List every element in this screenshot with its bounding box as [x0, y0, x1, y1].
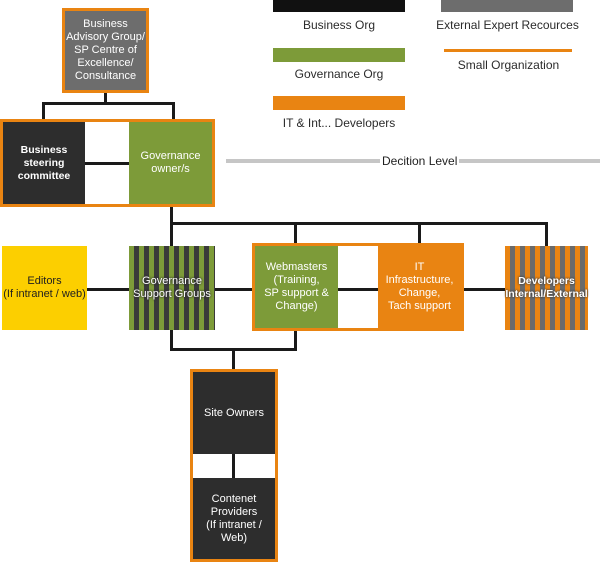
connector-top-horizontal	[42, 102, 175, 105]
legend-business-label: Business Org	[302, 18, 376, 32]
it-infrastructure-box: IT Infrastructure, Change, Tach support	[378, 246, 461, 328]
connector-support-webmasters	[215, 288, 255, 291]
governance-support-label: Governance Support Groups	[133, 275, 211, 300]
small-org-outline-bottom	[190, 369, 278, 562]
decision-level-label: Decition Level	[380, 154, 460, 168]
connector-advisory-down	[104, 92, 107, 104]
legend-business-swatch	[273, 0, 405, 12]
small-org-outline-middle	[252, 243, 464, 331]
connector-drop-support	[170, 222, 173, 247]
site-owners-content-connector	[232, 454, 235, 478]
developers-label: Developers Internal/External	[505, 275, 588, 300]
editors-box: Editors (If intranet / web)	[2, 246, 87, 330]
developers-box: Developers Internal/External	[505, 246, 588, 330]
legend-small-org-label: Small Organization	[457, 58, 560, 72]
connector-editors-support	[87, 288, 129, 291]
governance-owner-box: Governance owner/s	[129, 122, 212, 204]
connector-main-horizontal	[170, 222, 548, 225]
connector-site-owners-up	[232, 348, 235, 370]
webmasters-box: Webmasters (Training, SP support & Chang…	[255, 246, 338, 328]
content-providers-box: Contenet Providers (If intranet / Web)	[193, 478, 275, 559]
webmasters-it-connector	[338, 288, 378, 291]
business-steering-label: Business steering committee	[17, 143, 71, 182]
connector-drop-it	[418, 222, 421, 245]
connector-support-down	[170, 330, 173, 351]
legend-governance-swatch	[273, 48, 405, 62]
it-infrastructure-label: IT Infrastructure, Change, Tach support	[385, 261, 454, 312]
advisory-group-box: Business Advisory Group/ SP Centre of Ex…	[62, 8, 149, 93]
legend-it-label: IT & Int... Developers	[282, 116, 396, 130]
connector-gov-owner-down	[170, 206, 173, 224]
connector-drop-developers	[545, 222, 548, 247]
advisory-group-label: Business Advisory Group/ SP Centre of Ex…	[66, 18, 145, 82]
legend-external-swatch	[441, 0, 573, 12]
small-org-outline-top	[0, 119, 215, 207]
connector-left-drop	[42, 102, 45, 121]
legend-it-swatch	[273, 96, 405, 110]
webmasters-label: Webmasters (Training, SP support & Chang…	[264, 261, 329, 312]
legend-governance-label: Governance Org	[294, 67, 384, 81]
connector-drop-webmasters	[294, 222, 297, 245]
steering-gov-connector	[85, 162, 129, 165]
site-owners-label: Site Owners	[204, 406, 264, 419]
legend-external-label: External Expert Recources	[436, 18, 579, 32]
governance-owner-label: Governance owner/s	[140, 150, 201, 175]
business-steering-box: Business steering committee	[3, 122, 85, 204]
governance-support-box: Governance Support Groups	[129, 246, 215, 330]
site-owners-box: Site Owners	[193, 372, 275, 454]
legend-small-org-swatch	[444, 49, 572, 52]
content-providers-label: Contenet Providers (If intranet / Web)	[206, 492, 262, 544]
connector-right-drop	[172, 102, 175, 121]
connector-it-developers	[462, 288, 505, 291]
connector-webmasters-down	[294, 330, 297, 351]
editors-label: Editors (If intranet / web)	[3, 275, 86, 300]
